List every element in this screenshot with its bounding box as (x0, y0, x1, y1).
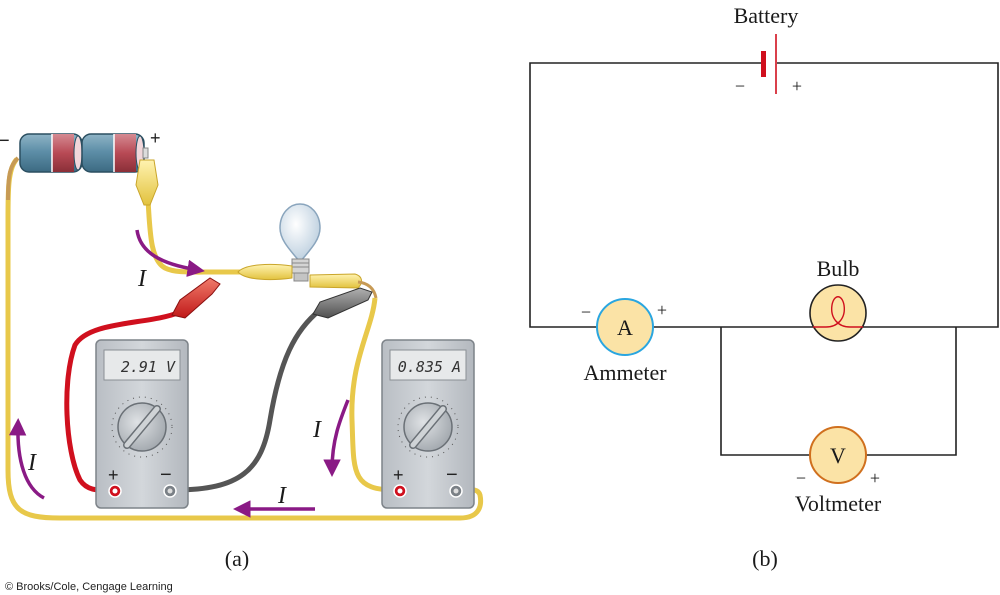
current-arrow-top (135, 229, 205, 278)
clip-yellow-bulb-left (237, 263, 293, 281)
light-bulb (279, 203, 321, 282)
wire-yellow-ammeter (349, 297, 396, 493)
battery-minus-sign: − (735, 76, 745, 96)
voltmeter-symbol-letter: V (830, 443, 846, 468)
voltmeter-plus-sign: + (870, 468, 880, 488)
bulb-symbol (809, 284, 867, 342)
battery-symbol-negative (761, 51, 766, 77)
voltmeter-label: Voltmeter (795, 491, 882, 516)
battery-minus-label: − (0, 130, 10, 152)
ammeter-minus-sign: − (581, 302, 591, 322)
voltmeter-device (95, 339, 189, 509)
battery-label: Battery (734, 3, 799, 28)
panel-a-photo-circuit: − + (0, 128, 484, 571)
current-label-bottom: I (277, 483, 287, 509)
voltmeter-symbol (809, 426, 867, 484)
current-arrow-right (323, 399, 350, 477)
ammeter-symbol-letter: A (617, 315, 633, 340)
battery-plus-sign: + (792, 76, 802, 96)
clip-yellow-battery (135, 159, 159, 206)
ammeter-plus-sign: + (657, 300, 667, 320)
voltmeter-display: 2.91 V (121, 358, 176, 376)
ammeter-display: 0.835 A (398, 358, 461, 376)
wire-gray-voltmeter (174, 308, 322, 493)
schematic-main-loop (529, 62, 999, 328)
current-label-right: I (312, 417, 322, 443)
current-label-left: I (27, 450, 37, 476)
voltmeter-minus-sign: − (796, 468, 806, 488)
bulb-filament (813, 296, 863, 328)
wire-yellow-return (5, 157, 484, 521)
ammeter-device (381, 339, 475, 509)
wire-bulb-lead (357, 280, 378, 299)
ammeter-plus-label: + (393, 465, 404, 485)
panel-b-schematic: Battery − + A − + Ammeter Bulb V − + Vol… (529, 3, 999, 571)
voltmeter-plus-label: + (108, 465, 119, 485)
voltmeter-minus-label: − (160, 464, 172, 486)
current-arrow-left (8, 418, 45, 500)
clip-yellow-bulb-right (309, 273, 363, 289)
wire-battery-lead (6, 156, 20, 201)
caption-b: (b) (752, 546, 778, 571)
bulb-label: Bulb (817, 256, 860, 281)
ammeter-label: Ammeter (583, 360, 667, 385)
ammeter-minus-label: − (446, 464, 458, 486)
wire-red-voltmeter (64, 309, 181, 493)
current-label-top: I (137, 266, 147, 292)
battery-cells (19, 133, 149, 173)
copyright-credit: © Brooks/Cole, Cengage Learning (5, 581, 173, 593)
battery-plus-label: + (150, 128, 161, 148)
caption-a: (a) (225, 546, 249, 571)
clip-gray (312, 287, 373, 319)
ammeter-symbol (596, 298, 654, 356)
clip-red (171, 277, 221, 319)
